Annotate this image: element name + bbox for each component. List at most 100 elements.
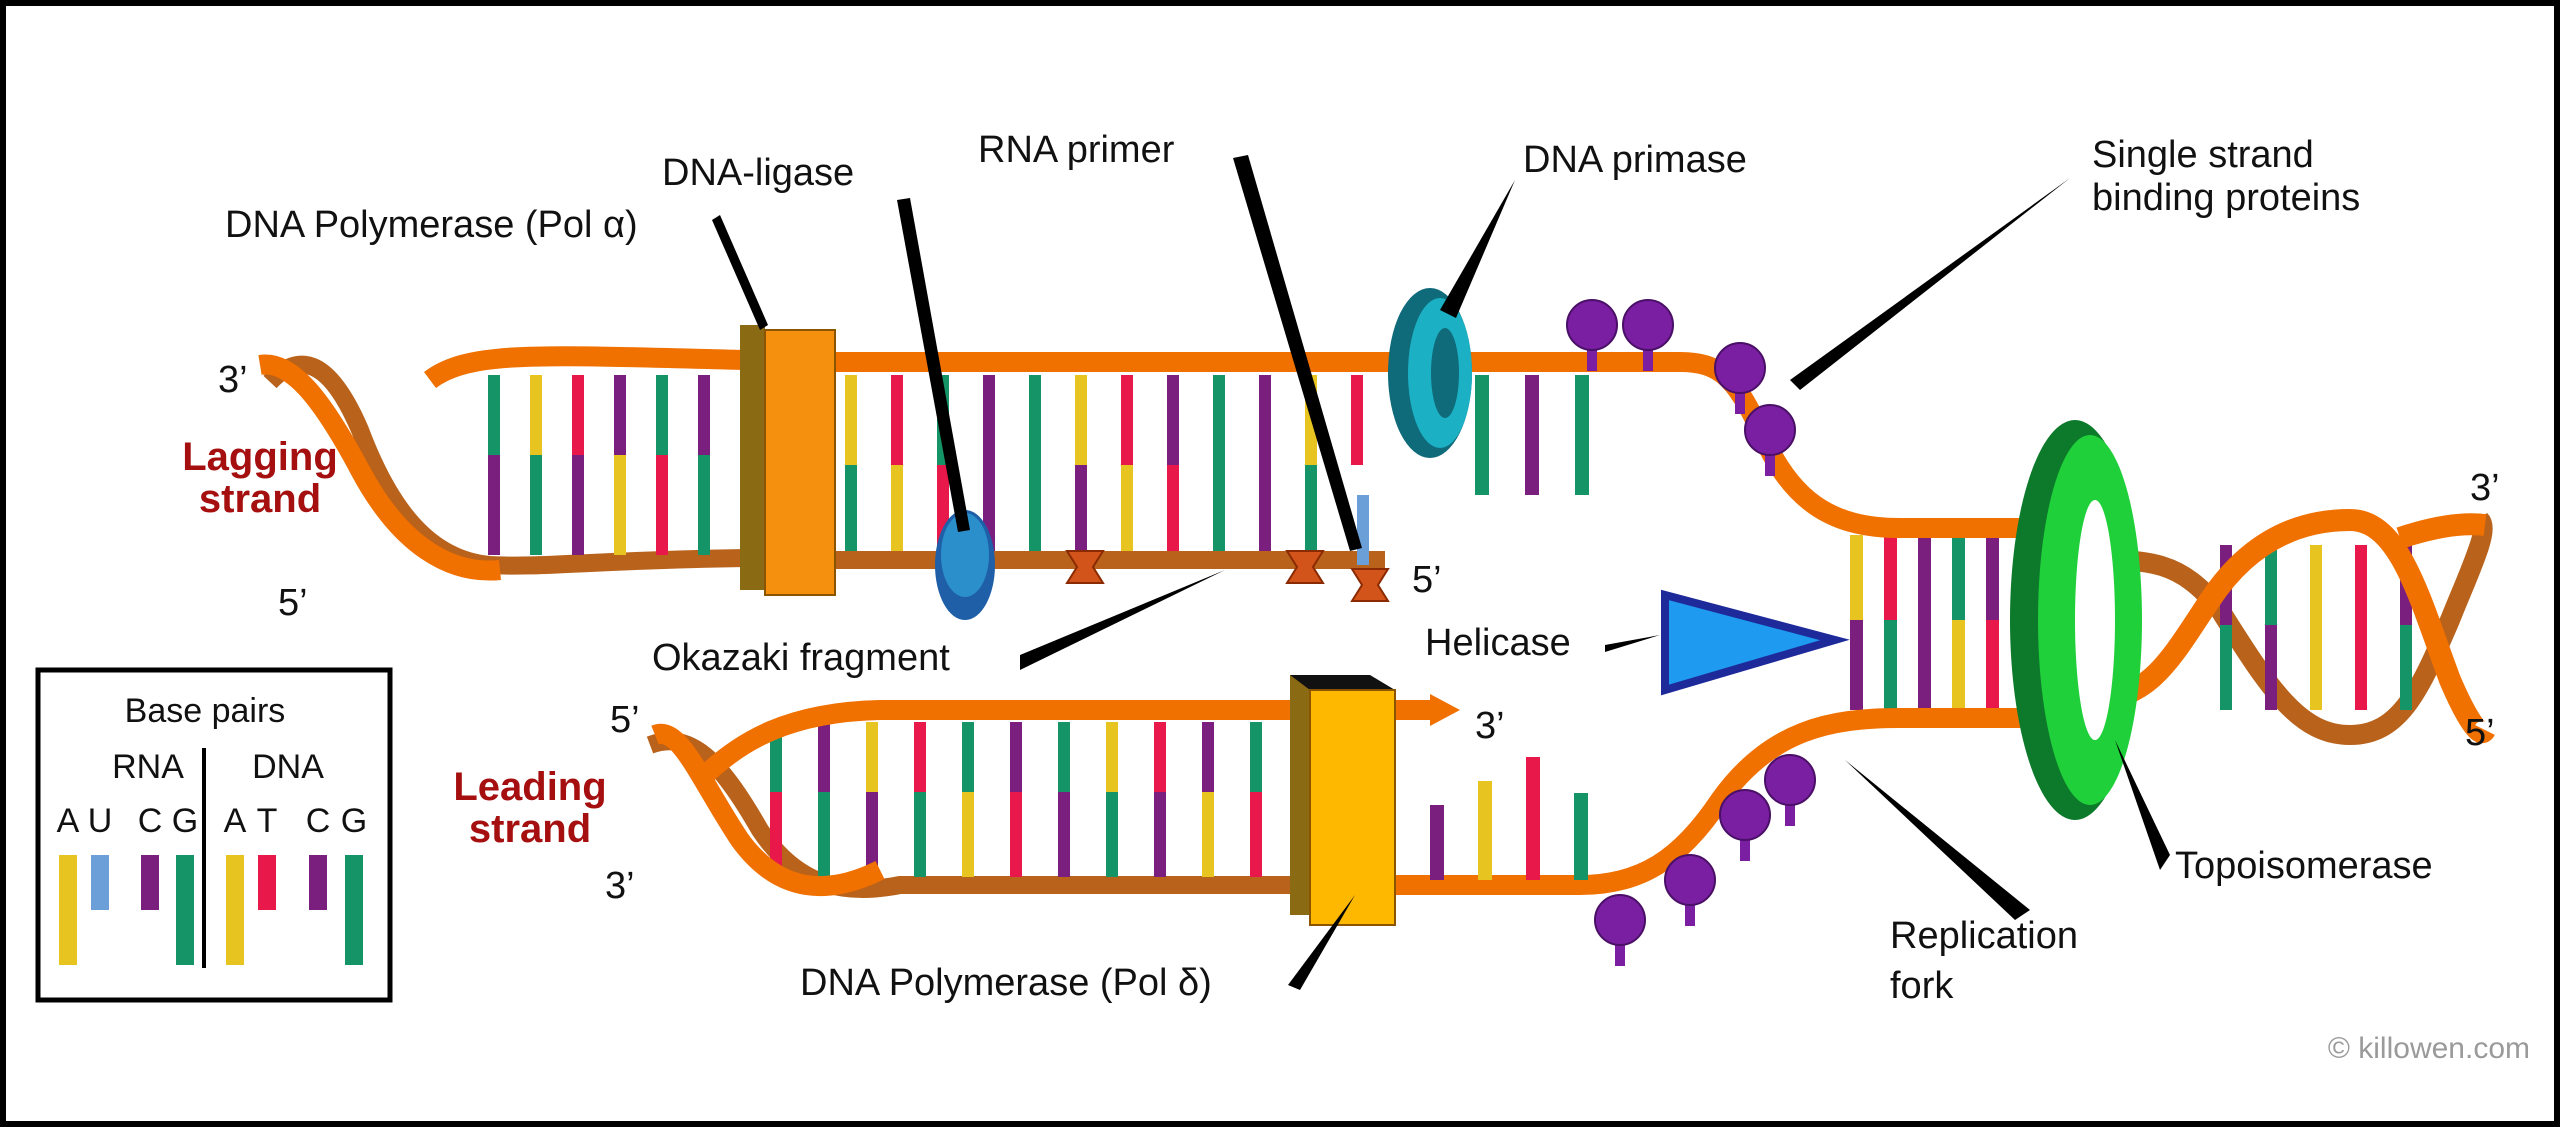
ssb-pointer xyxy=(1790,178,2070,390)
topoisomerase xyxy=(2010,420,2142,820)
leading-template-strand xyxy=(1295,708,2090,895)
leading-new-strand xyxy=(692,700,1430,788)
base-pair-rung xyxy=(1986,620,1999,710)
ssb-protein xyxy=(1594,894,1646,946)
helicase-pointer xyxy=(1605,635,1660,652)
ssb-stem xyxy=(1785,798,1795,826)
ssb-stem xyxy=(1735,386,1745,414)
base-pair-rung xyxy=(1986,535,1999,620)
base-pair-rung xyxy=(1475,375,1489,495)
base-pair-rung xyxy=(1525,375,1539,495)
pol-alpha xyxy=(740,325,836,596)
ssb-protein xyxy=(1719,789,1771,841)
credit-text: © killowen.com xyxy=(2328,1032,2530,1065)
fork-label-line2: fork xyxy=(1890,965,1954,1007)
ssb-protein xyxy=(1714,342,1766,394)
base-pair-rung xyxy=(914,722,926,792)
ligase-pointer xyxy=(897,198,970,532)
base-pair-rung xyxy=(1250,722,1262,792)
lagging-5prime-end: 5’ xyxy=(278,582,308,624)
base-pair-rung xyxy=(656,375,668,455)
base-pair-rung xyxy=(1526,757,1540,880)
legend-dna-base-bar xyxy=(309,855,327,910)
ssb-stem xyxy=(1615,938,1625,966)
legend-rna-base-bar xyxy=(176,855,194,965)
base-pair-rung xyxy=(2265,545,2277,625)
primer-5prime-end: 5’ xyxy=(1412,559,1442,601)
base-pair-rung xyxy=(530,375,542,455)
leading-5prime-end: 5’ xyxy=(610,699,640,741)
base-pair-rung xyxy=(1167,375,1179,465)
ssb-stem xyxy=(1587,343,1597,371)
base-pair-rung xyxy=(1259,375,1271,465)
primase-label: DNA primase xyxy=(1523,139,1747,181)
base-pair-rung xyxy=(2355,625,2367,710)
base-pair-rung xyxy=(656,455,668,555)
okazaki-label: Okazaki fragment xyxy=(652,637,950,679)
base-pair-rung xyxy=(488,455,500,555)
base-pair-rung xyxy=(1010,722,1022,792)
pol-alpha-label: DNA Polymerase (Pol α) xyxy=(225,204,638,246)
base-pair-rung xyxy=(488,375,500,455)
lagging-base-pairs xyxy=(488,375,1589,555)
base-pair-rung xyxy=(1010,792,1022,877)
parental-back-strand xyxy=(2089,512,2493,746)
base-pair-rung xyxy=(530,455,542,555)
right-5prime-end: 5’ xyxy=(2465,712,2495,754)
base-pair-rung xyxy=(572,455,584,555)
lagging-label-line2: strand xyxy=(199,477,321,521)
right-3prime-end: 3’ xyxy=(2470,467,2500,509)
base-pair-rung xyxy=(1250,792,1262,877)
legend-dna-base-letter: A xyxy=(224,802,247,840)
base-pair-rung xyxy=(572,375,584,455)
pol-delta-pointer xyxy=(1288,895,1355,990)
ssb-protein xyxy=(1566,299,1618,351)
base-pair-rung xyxy=(698,455,710,555)
rna-primer-label: RNA primer xyxy=(978,129,1175,171)
single-strand-binding-proteins xyxy=(1566,299,1816,966)
base-pair-rung xyxy=(1106,722,1118,792)
legend-rna-base-letter: U xyxy=(88,802,113,840)
base-pair-rung xyxy=(818,722,830,792)
leading-section xyxy=(646,694,2090,898)
pointers xyxy=(712,155,2170,990)
base-pair-rung xyxy=(1574,793,1588,880)
ligase-label: DNA-ligase xyxy=(662,152,854,194)
ssb-stem xyxy=(1643,343,1653,371)
base-pair-rung xyxy=(770,792,782,877)
base-pair-rung xyxy=(1259,465,1271,553)
ssb-protein xyxy=(1622,299,1674,351)
legend-dna-base-letter: C xyxy=(306,802,331,840)
base-pair-rung xyxy=(891,465,903,553)
base-pair-rung xyxy=(614,375,626,455)
base-pair-rung xyxy=(1075,465,1087,553)
legend-rna-heading: RNA xyxy=(112,748,184,786)
base-pair-rung xyxy=(614,455,626,555)
legend-title: Base pairs xyxy=(125,692,286,730)
helicase-label: Helicase xyxy=(1425,622,1571,664)
leading-label-line1: Leading xyxy=(453,765,606,809)
base-pair-rung xyxy=(1029,465,1041,553)
rna-primer-base xyxy=(1357,495,1369,565)
base-pair-rung xyxy=(845,375,857,465)
base-pair-rung xyxy=(1167,465,1179,553)
base-pair-rung xyxy=(1121,465,1133,553)
pol-delta-label: DNA Polymerase (Pol δ) xyxy=(800,962,1212,1004)
leading-3prime-end: 3’ xyxy=(605,865,635,907)
legend-rna-base-letter: G xyxy=(172,802,198,840)
base-pair-rung xyxy=(1075,375,1087,465)
ssb-protein xyxy=(1744,404,1796,456)
legend-dna-base-bar xyxy=(345,855,363,965)
legend-rna-base-bar xyxy=(141,855,159,910)
base-pair-rung xyxy=(1884,535,1897,620)
base-pair-rung xyxy=(1478,781,1492,880)
okazaki-pointer xyxy=(1020,570,1225,670)
base-pair-rung xyxy=(914,792,926,877)
rna-primer-block xyxy=(1350,568,1390,602)
base-pair-rung xyxy=(1154,722,1166,792)
leading-arrow-3prime-end: 3’ xyxy=(1475,705,1505,747)
lagging-label-line1: Lagging xyxy=(182,435,338,479)
rna-primer-block xyxy=(1285,550,1325,584)
